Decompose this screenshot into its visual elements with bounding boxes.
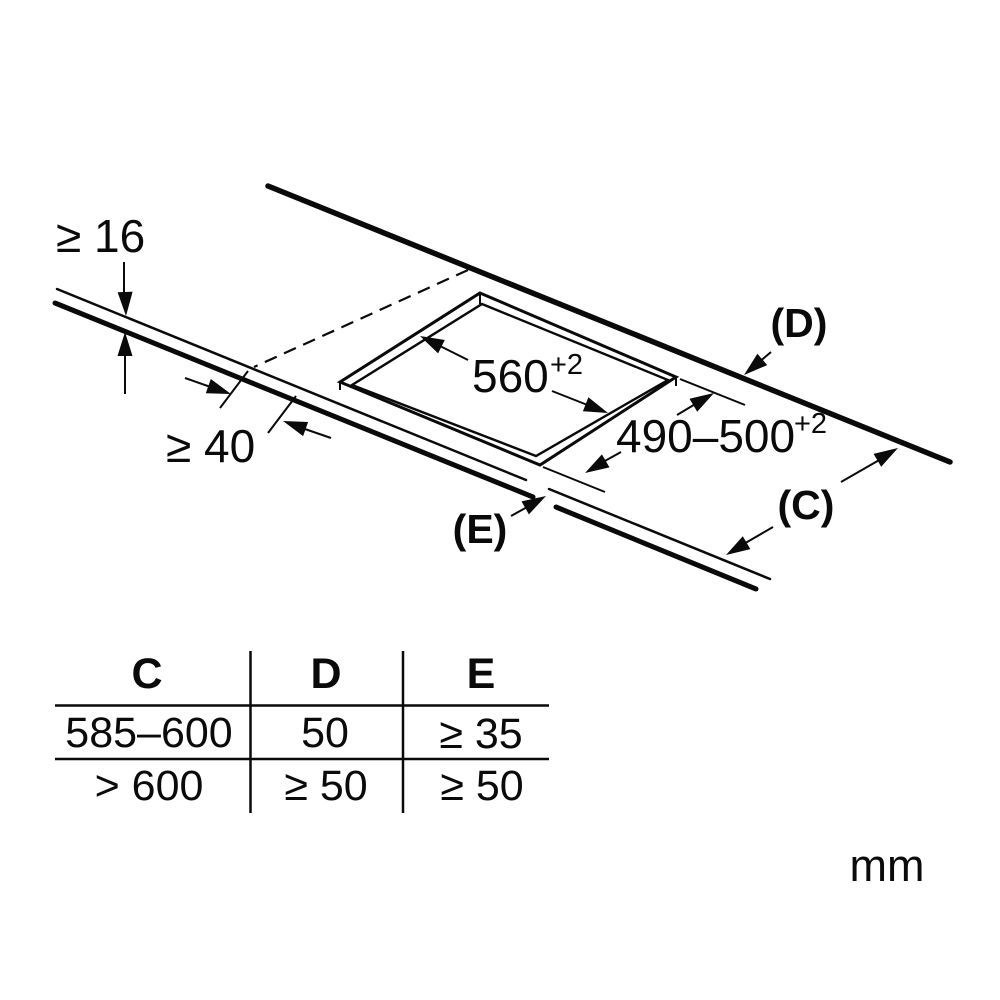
cutout-depth-extension-lines bbox=[542, 378, 746, 493]
table-header-e: E bbox=[467, 650, 496, 698]
cutout-outer-edge bbox=[336, 291, 680, 467]
cutout-width-arrowhead-upleft bbox=[420, 336, 445, 354]
table-cell-r2-d: ≥ 50 bbox=[284, 762, 367, 810]
table-row: > 600 ≥ 50 ≥ 50 bbox=[95, 762, 524, 810]
table-cell-r1-c: 585–600 bbox=[65, 709, 232, 757]
ref-d: (D) bbox=[744, 300, 827, 375]
ref-c-arrowhead-front bbox=[726, 536, 751, 555]
cutout-width-arrowhead-downright bbox=[582, 397, 608, 413]
thickness-label: ≥ 16 bbox=[56, 210, 145, 262]
thickness-arrow-lines bbox=[123, 262, 126, 394]
table-header-c: C bbox=[131, 650, 162, 698]
ref-c-leaders bbox=[741, 458, 882, 546]
wall-edge-line bbox=[265, 183, 953, 465]
table-row: 585–600 50 ≥ 35 bbox=[65, 709, 522, 758]
cutout-width-value: 560 bbox=[472, 350, 549, 402]
side-clearance-arrowhead-left bbox=[205, 379, 231, 394]
cutout-depth-tolerance: +2 bbox=[794, 408, 827, 440]
cutout-depth-value: 490–500 bbox=[616, 410, 795, 462]
ref-d-arrowhead bbox=[744, 353, 768, 375]
ref-e-arrowhead bbox=[521, 496, 546, 515]
ref-c: (C) bbox=[726, 448, 898, 555]
dim-cutout-depth: 490–500 +2 bbox=[542, 378, 827, 493]
dimension-table: C D E 585–600 50 ≥ 35 > 600 ≥ 50 ≥ 50 bbox=[55, 650, 549, 813]
table-cell-r1-e: ≥ 35 bbox=[439, 710, 522, 758]
side-clearance-label: ≥ 40 bbox=[166, 420, 255, 472]
thickness-arrowhead-down bbox=[117, 291, 133, 316]
dim-thickness: ≥ 16 bbox=[56, 210, 145, 394]
ref-c-arrowhead-wall bbox=[873, 448, 898, 467]
ref-e-label: (E) bbox=[453, 506, 508, 552]
table-row-dividers bbox=[55, 704, 549, 761]
cutout-inner-edge bbox=[349, 302, 671, 458]
table-cell-r2-e: ≥ 50 bbox=[440, 762, 523, 810]
table-column-dividers bbox=[249, 651, 405, 813]
side-clearance-ticks bbox=[219, 370, 297, 434]
dashed-reference-line bbox=[253, 268, 469, 369]
thickness-arrowhead-up bbox=[117, 332, 133, 356]
cutout-width-tolerance: +2 bbox=[550, 349, 583, 381]
ref-e: (E) bbox=[453, 496, 546, 552]
table-cell-r2-c: > 600 bbox=[95, 762, 204, 810]
side-clearance-leaders bbox=[184, 377, 332, 439]
dim-cutout-width: 560 +2 bbox=[420, 336, 608, 413]
unit-label: mm bbox=[850, 840, 925, 891]
ref-c-label: (C) bbox=[778, 482, 835, 528]
table-cell-r1-d: 50 bbox=[301, 709, 349, 757]
cutout-corner-depth-marks bbox=[339, 293, 677, 390]
cutout-depth-arrowhead-downleft bbox=[585, 454, 610, 473]
front-edge-top-line bbox=[55, 287, 772, 581]
side-clearance-arrowhead-right bbox=[283, 421, 309, 437]
dim-side-clearance: ≥ 40 bbox=[166, 370, 332, 472]
ref-d-label: (D) bbox=[771, 300, 828, 346]
cutout-opening bbox=[336, 291, 680, 467]
table-header-d: D bbox=[310, 650, 341, 698]
cutout-depth-arrowhead-upright bbox=[689, 393, 714, 412]
